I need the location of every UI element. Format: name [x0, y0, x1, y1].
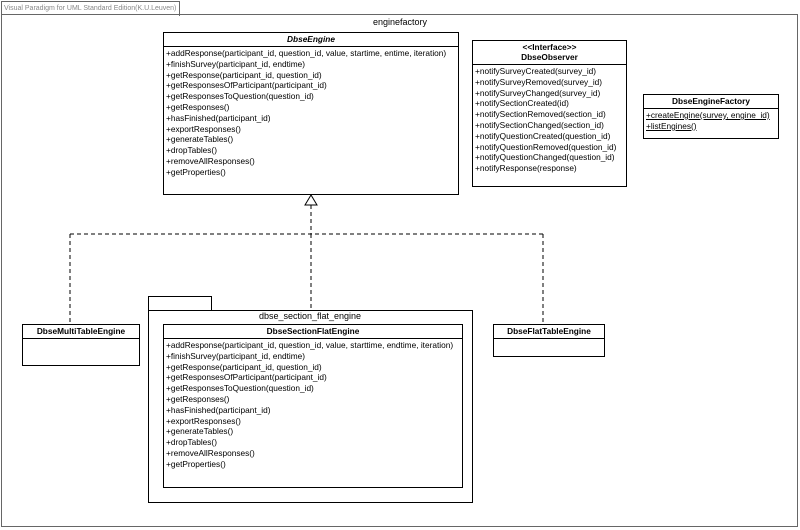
operation: +finishSurvey(participant_id, endtime): [166, 58, 306, 69]
operation: +notifySectionCreated(id): [475, 98, 569, 109]
class-dbse-engine-operations: +addResponse(participant_id, question_id…: [164, 47, 458, 179]
operation: +getResponsesOfParticipant(participant_i…: [166, 80, 327, 91]
static-operation: +listEngines(): [646, 120, 697, 131]
class-dbse-section-flat-engine-operations: +addResponse(participant_id, question_id…: [164, 339, 462, 471]
operation: +getProperties(): [166, 166, 226, 177]
realization-arrowhead: [304, 194, 318, 206]
interface-dbse-observer[interactable]: <<Interface>> DbseObserver +notifySurvey…: [472, 40, 627, 187]
operation: +notifyQuestionRemoved(question_id): [475, 141, 617, 152]
operation: +finishSurvey(participant_id, endtime): [166, 350, 306, 361]
class-dbse-section-flat-engine-name: DbseSectionFlatEngine: [164, 325, 462, 339]
operation: +getResponsesToQuestion(question_id): [166, 91, 314, 102]
package-enginefactory-label: enginefactory: [372, 17, 428, 27]
operation: +getResponses(): [166, 393, 230, 404]
class-dbse-engine-name: DbseEngine: [164, 33, 458, 47]
class-dbse-flat-table-engine[interactable]: DbseFlatTableEngine: [493, 324, 605, 357]
operation: +hasFinished(participant_id): [166, 404, 271, 415]
operation: +notifySurveyRemoved(survey_id): [475, 76, 603, 87]
operation: +removeAllResponses(): [166, 447, 255, 458]
operation: +generateTables(): [166, 134, 234, 145]
operation: +notifyQuestionChanged(question_id): [475, 152, 615, 163]
class-dbse-multi-table-engine-name: DbseMultiTableEngine: [23, 325, 139, 339]
package-dbse-section-flat-engine-tab: [148, 296, 212, 311]
operation: +generateTables(): [166, 426, 234, 437]
operation: +notifySectionRemoved(section_id): [475, 109, 606, 120]
class-dbse-engine[interactable]: DbseEngine +addResponse(participant_id, …: [163, 32, 459, 195]
operation: +removeAllResponses(): [166, 155, 255, 166]
operation: +notifySurveyChanged(survey_id): [475, 87, 601, 98]
operation: +notifySurveyCreated(survey_id): [475, 66, 597, 76]
operation: +getResponsesOfParticipant(participant_i…: [166, 372, 327, 383]
class-dbse-section-flat-engine[interactable]: DbseSectionFlatEngine +addResponse(parti…: [163, 324, 463, 488]
operation: +notifySectionChanged(section_id): [475, 119, 604, 130]
package-dbse-section-flat-engine-label: dbse_section_flat_engine: [258, 311, 362, 321]
interface-dbse-observer-name: DbseObserver: [473, 52, 626, 65]
package-enginefactory[interactable]: [1, 14, 798, 527]
static-operation: +createEngine(survey, engine_id): [646, 110, 770, 120]
operation: +getResponsesToQuestion(question_id): [166, 383, 314, 394]
operation: +notifyResponse(response): [475, 163, 577, 174]
operation: +exportResponses(): [166, 123, 241, 134]
operation: +getResponses(): [166, 101, 230, 112]
operation: +addResponse(participant_id, question_id…: [166, 48, 447, 58]
operation: +addResponse(participant_id, question_id…: [166, 340, 454, 350]
operation: +dropTables(): [166, 437, 217, 448]
interface-stereotype: <<Interface>>: [522, 42, 577, 52]
operation: +notifyQuestionCreated(question_id): [475, 130, 611, 141]
interface-dbse-observer-operations: +notifySurveyCreated(survey_id) +notifyS…: [473, 65, 626, 175]
class-dbse-engine-factory-name: DbseEngineFactory: [644, 95, 778, 109]
class-dbse-flat-table-engine-name: DbseFlatTableEngine: [494, 325, 604, 339]
operation: +getResponse(participant_id, question_id…: [166, 69, 322, 80]
class-dbse-engine-factory[interactable]: DbseEngineFactory +createEngine(survey, …: [643, 94, 779, 139]
operation: +getResponse(participant_id, question_id…: [166, 361, 322, 372]
operation: +exportResponses(): [166, 415, 241, 426]
operation: +dropTables(): [166, 145, 217, 156]
operation: +hasFinished(participant_id): [166, 112, 271, 123]
class-dbse-engine-factory-operations: +createEngine(survey, engine_id) +listEn…: [644, 109, 778, 133]
diagram-frame-tab: Visual Paradigm for UML Standard Edition…: [1, 1, 180, 16]
operation: +getProperties(): [166, 458, 226, 469]
class-dbse-multi-table-engine[interactable]: DbseMultiTableEngine: [22, 324, 140, 366]
